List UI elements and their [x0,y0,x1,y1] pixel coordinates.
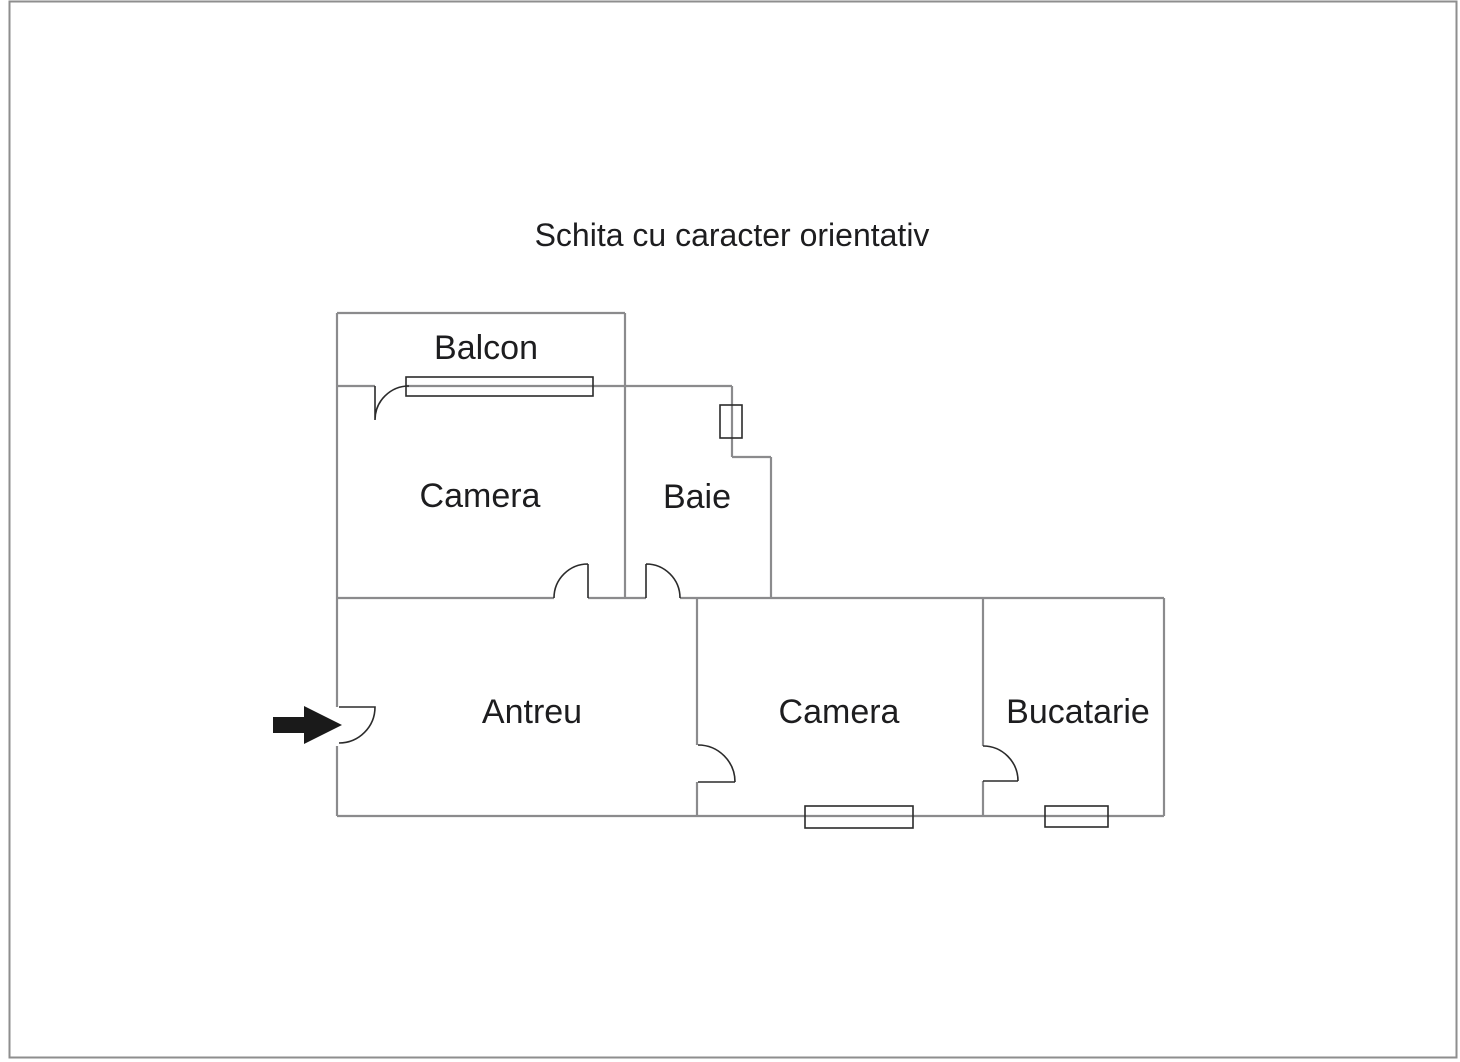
camera-top-door [553,563,589,599]
antreu-camera-door [697,744,736,783]
walls [335,311,1166,818]
bucatarie-window [1044,805,1109,828]
room-label-balcon: Balcon [434,329,538,367]
entrance-door [338,706,376,744]
camera-bucatarie-door [982,745,1019,782]
windows [405,376,1109,829]
wall-outline [335,311,1166,818]
room-label-camera-top: Camera [420,477,541,515]
page-border [8,0,1458,1059]
room-label-camera-bottom: Camera [779,693,900,731]
room-label-antreu: Antreu [482,693,582,731]
balcony-door [374,385,410,421]
room-label-bucatarie: Bucatarie [1006,693,1150,731]
room-labels: Balcon Camera Baie Antreu Camera Bucatar… [420,329,1150,731]
page-title: Schita cu caracter orientativ [535,217,930,253]
camera-bottom-window [804,805,914,829]
doors [338,385,1019,783]
baie-door [645,563,681,599]
room-label-baie: Baie [663,478,731,516]
baie-vent-window [719,404,743,439]
entrance-arrow-icon [273,706,342,744]
